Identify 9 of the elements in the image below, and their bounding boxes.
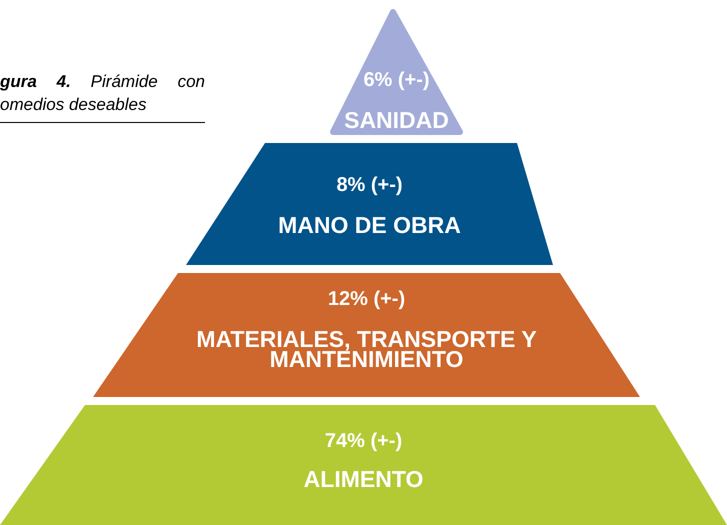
figure-caption: gura 4. Pirámide con omedios deseables bbox=[0, 70, 205, 123]
category-label: SANIDAD bbox=[343, 110, 450, 130]
category-label: ALIMENTO bbox=[302, 469, 424, 489]
percentage-label: 12% (+-) bbox=[326, 289, 406, 309]
category-label: MATERIALES, TRANSPORTE Y MANTENIMIENTO bbox=[195, 329, 538, 369]
percentage-label: 8% (+-) bbox=[335, 175, 404, 195]
percentage-label: 74% (+-) bbox=[324, 431, 404, 451]
category-label: MANO DE OBRA bbox=[277, 215, 462, 235]
percentage-label: 6% (+-) bbox=[362, 70, 431, 90]
